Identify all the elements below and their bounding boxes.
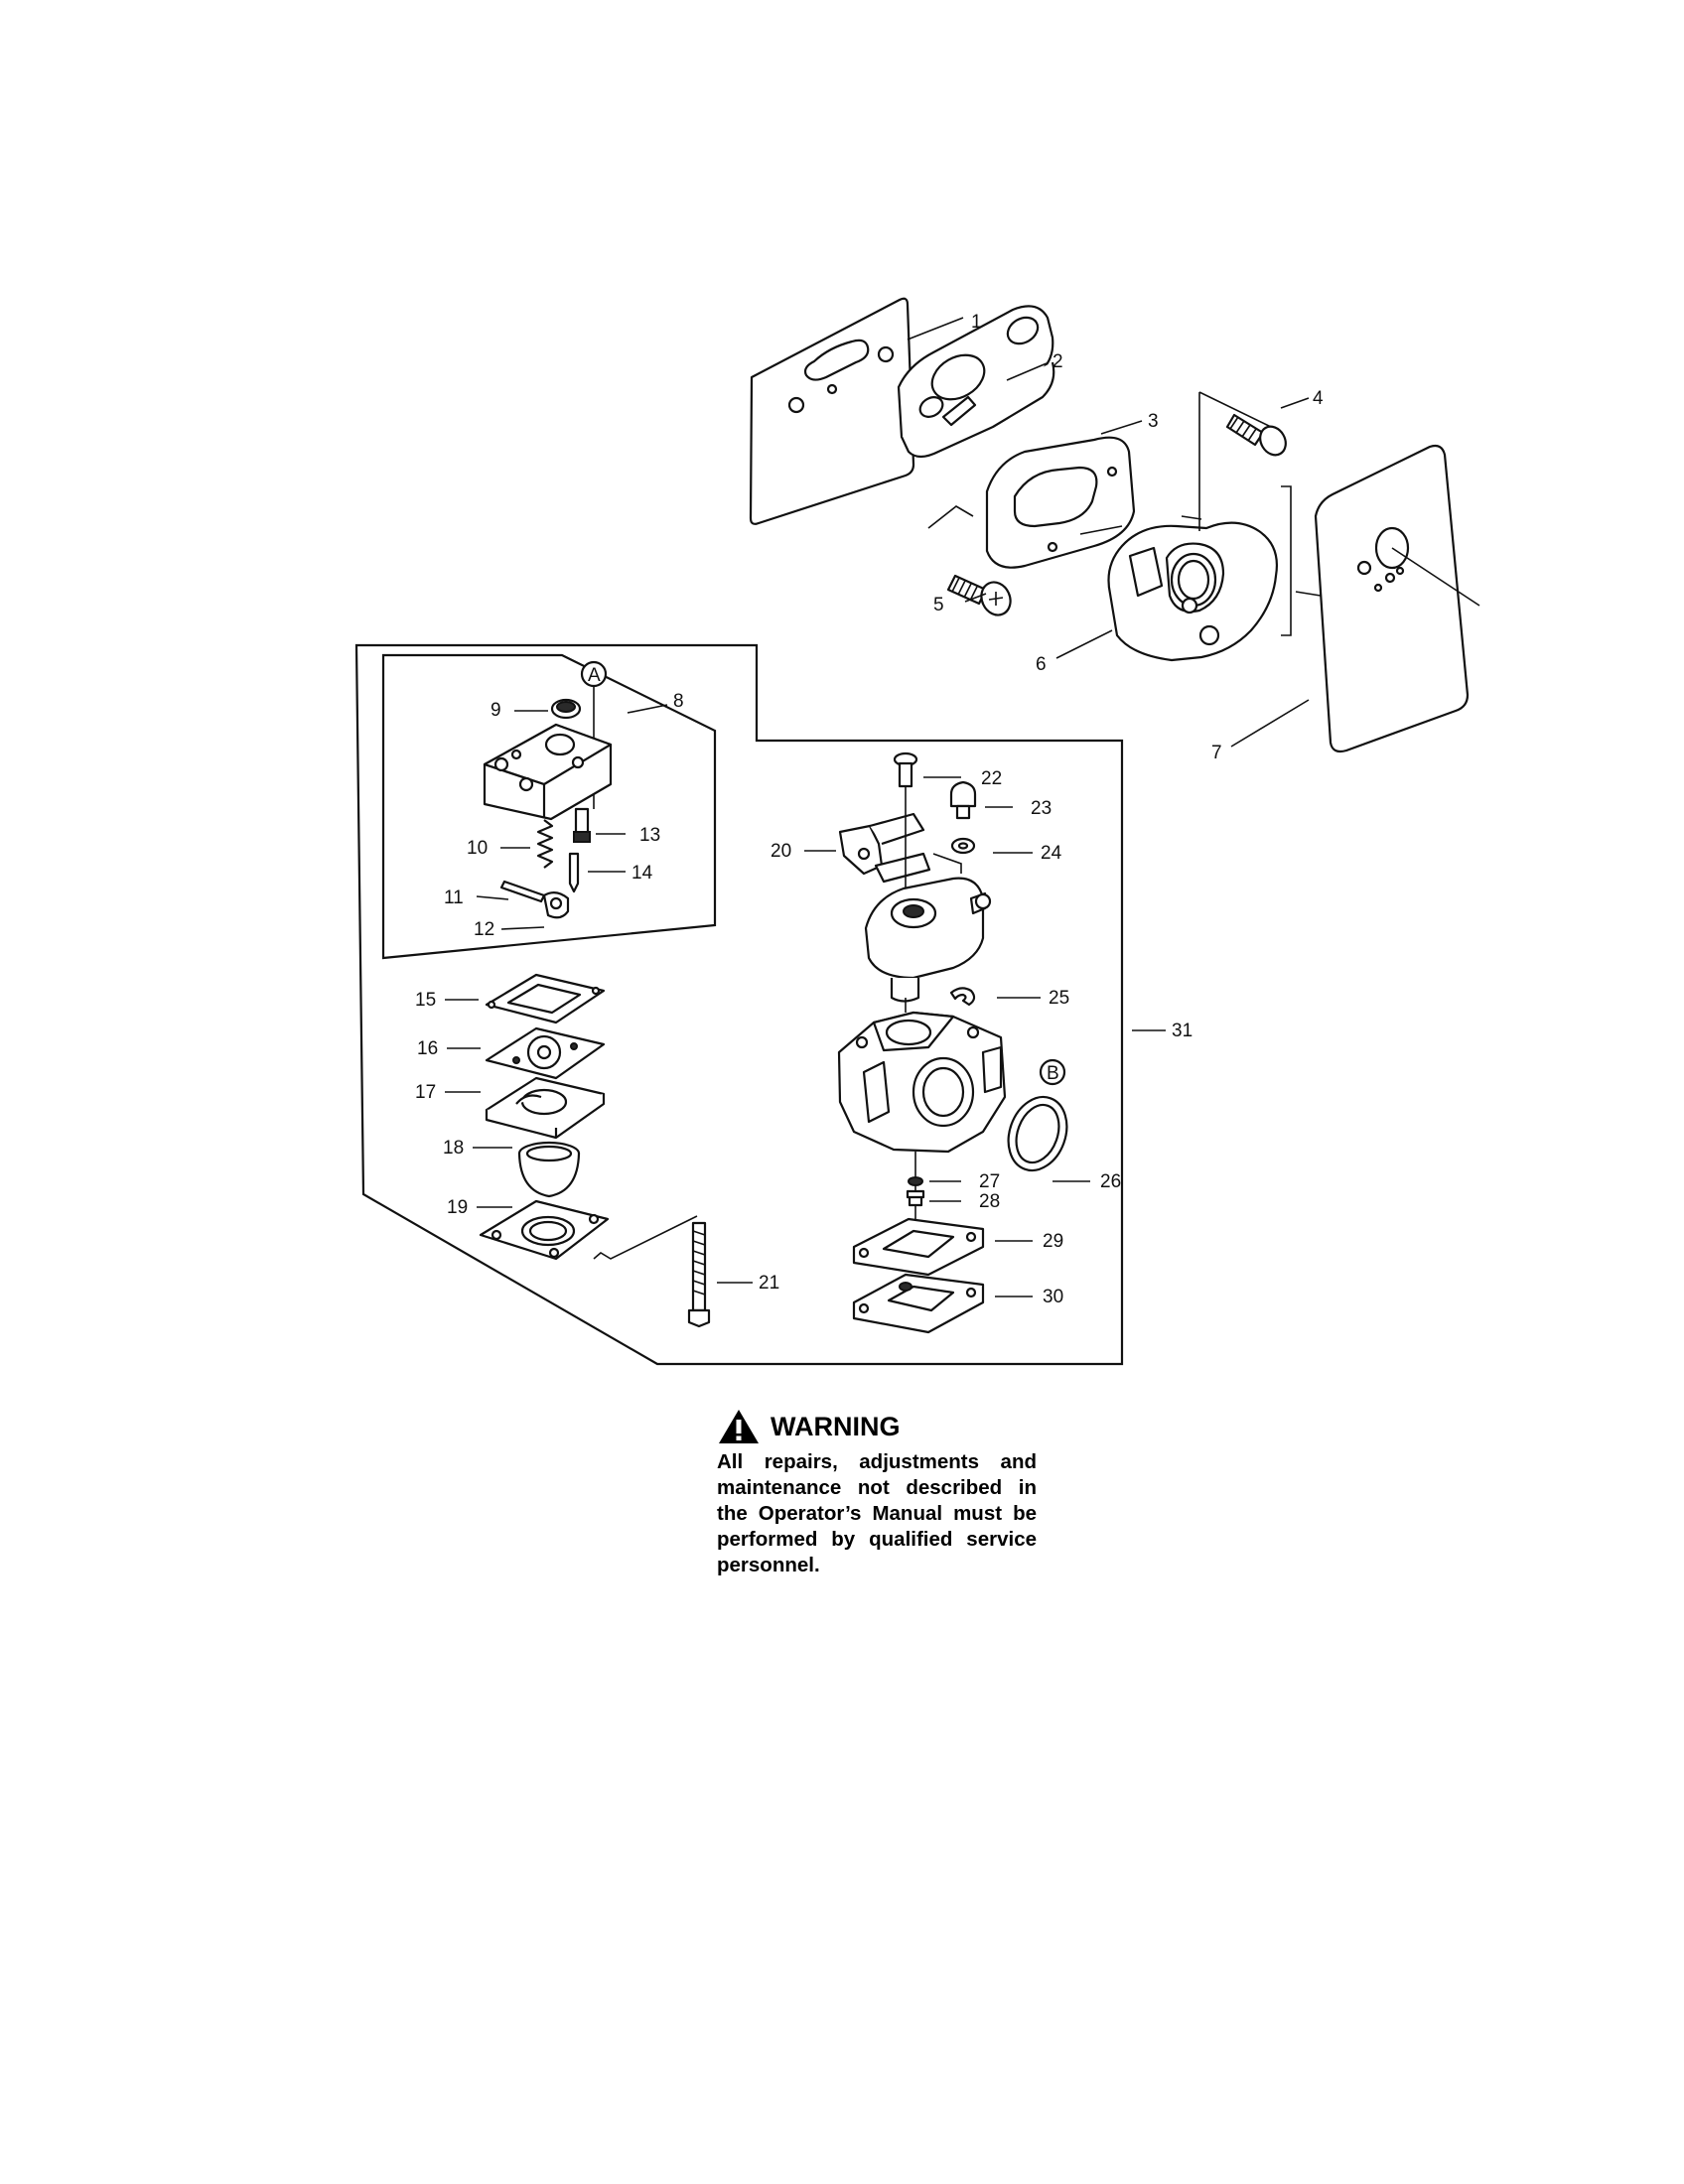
label-15: 15	[415, 990, 436, 1011]
part-29-gasket	[852, 1217, 985, 1277]
svg-text:A: A	[588, 665, 601, 686]
label-26: 26	[1100, 1171, 1121, 1192]
part-3-gasket	[985, 436, 1136, 569]
part-23-adjusting-screw	[949, 780, 977, 820]
svg-text:B: B	[1047, 1063, 1059, 1084]
label-4: 4	[1313, 388, 1324, 409]
label-13: 13	[639, 825, 660, 846]
part-2-insulator	[897, 305, 1055, 459]
part-16-diaphragm	[485, 1026, 606, 1080]
part-5-screw	[946, 574, 1012, 616]
part-8-pump-body	[483, 723, 613, 821]
part-14-needle	[568, 852, 580, 893]
part-21-long-screw	[687, 1221, 711, 1328]
part-17-pump-cover	[485, 1076, 606, 1140]
part-30-diaphragm	[852, 1273, 985, 1334]
part-1-gasket	[749, 297, 915, 525]
label-25: 25	[1049, 988, 1069, 1009]
label-17: 17	[415, 1082, 436, 1103]
label-6: 6	[1036, 654, 1047, 675]
part-12-lever	[542, 891, 570, 919]
label-1: 1	[971, 312, 982, 333]
label-8: 8	[673, 691, 684, 712]
label-2: 2	[1052, 351, 1063, 372]
label-28: 28	[979, 1191, 1000, 1212]
part-25-clip	[949, 987, 976, 1007]
part-22-screw	[893, 751, 918, 788]
part-carburetor-top	[864, 877, 992, 1003]
label-23: 23	[1031, 798, 1052, 819]
part-19-cover	[479, 1199, 610, 1261]
part-26-o-ring	[1007, 1095, 1068, 1172]
label-18: 18	[443, 1138, 464, 1159]
warning-triangle-icon	[719, 1410, 759, 1443]
label-22: 22	[981, 768, 1002, 789]
part-13-screw	[573, 807, 591, 843]
callout-b: B	[1039, 1058, 1066, 1086]
label-10: 10	[467, 838, 488, 859]
part-4-screw	[1225, 413, 1287, 457]
part-11-shaft	[499, 880, 546, 903]
label-20: 20	[771, 841, 791, 862]
label-7: 7	[1211, 743, 1222, 763]
label-31: 31	[1172, 1021, 1193, 1041]
label-16: 16	[417, 1038, 438, 1059]
pump-assembly-frame	[381, 653, 717, 960]
label-30: 30	[1043, 1287, 1063, 1307]
label-11: 11	[444, 887, 464, 908]
part-carburetor-body	[837, 1011, 1007, 1154]
label-24: 24	[1041, 843, 1062, 864]
label-3: 3	[1148, 411, 1159, 432]
part-9-cap	[550, 698, 582, 720]
label-21: 21	[759, 1273, 779, 1294]
part-7-gasket	[1314, 444, 1470, 753]
label-29: 29	[1043, 1231, 1063, 1252]
carburetor-assembly-frame	[354, 643, 1124, 1366]
part-20-throttle-lever	[838, 812, 931, 884]
label-12: 12	[474, 919, 494, 940]
warning-notice: WARNING All repairs, adjustments and mai…	[717, 1408, 1037, 1578]
label-27: 27	[979, 1171, 1000, 1192]
part-6-adapter	[1107, 521, 1278, 662]
part-28-jet	[906, 1189, 925, 1207]
warning-body: All repairs, adjustments and maintenance…	[717, 1450, 1037, 1576]
part-27-screen	[908, 1176, 923, 1186]
warning-title: WARNING	[771, 1411, 901, 1441]
label-19: 19	[447, 1197, 468, 1218]
part-10-spring	[536, 819, 554, 869]
label-5: 5	[933, 595, 944, 615]
part-15-gasket	[485, 973, 606, 1024]
part-24-washer	[950, 837, 976, 855]
part-18-primer-bulb	[517, 1141, 581, 1198]
label-9: 9	[491, 700, 501, 721]
warning-header: WARNING	[717, 1408, 1037, 1445]
label-14: 14	[632, 863, 653, 884]
